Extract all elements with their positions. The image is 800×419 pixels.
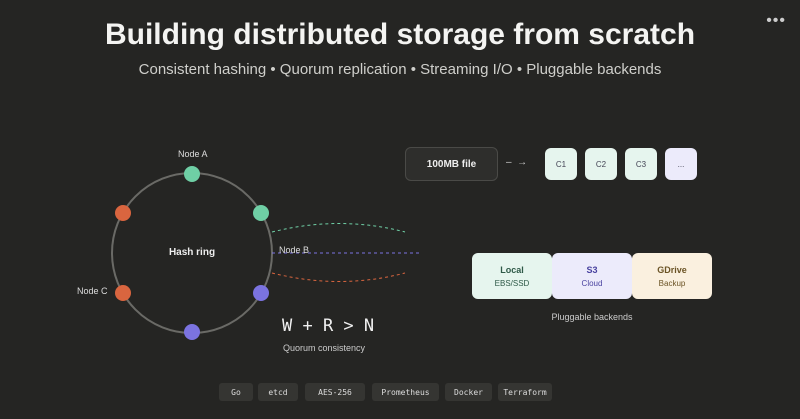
node-b-vnode: [253, 285, 269, 301]
node-c-label: Node C: [77, 286, 108, 296]
quorum-formula: W + R > N: [282, 316, 375, 336]
node-a-vnode: [253, 205, 269, 221]
arrow-icon: – →: [506, 157, 528, 168]
chunk-more: ...: [665, 148, 697, 180]
chunk-label: ...: [677, 159, 685, 169]
quorum-caption: Quorum consistency: [283, 343, 366, 353]
chunk-label: C2: [595, 159, 607, 169]
tag-etcd: etcd: [258, 383, 298, 401]
tag-docker: Docker: [445, 383, 492, 401]
link-orange: [271, 272, 406, 282]
backend-sub: EBS/SSD: [494, 278, 530, 288]
chunk-label: C1: [555, 159, 567, 169]
backend-name: GDrive: [657, 264, 687, 275]
node-c-vnode: [115, 285, 131, 301]
node-b-vnode: [184, 324, 200, 340]
backend-name: S3: [586, 264, 598, 275]
chunk-c2: C2: [585, 148, 617, 180]
chunk-label: C3: [635, 159, 647, 169]
chunk-c1: C1: [545, 148, 577, 180]
tag-go: Go: [219, 383, 253, 401]
file-box: 100MB file: [405, 147, 498, 181]
tag-aes: AES-256: [305, 383, 365, 401]
tag-prometheus: Prometheus: [372, 383, 439, 401]
page-title: Building distributed storage from scratc…: [104, 18, 696, 51]
chunk-c3: C3: [625, 148, 657, 180]
subtitle: Consistent hashing • Quorum replication …: [138, 61, 662, 78]
more-dots-icon[interactable]: •••: [766, 12, 786, 29]
hash-ring-label: Hash ring: [168, 247, 216, 258]
backend-name: Local: [500, 264, 524, 275]
tag-terraform: Terraform: [498, 383, 552, 401]
backends-caption: Pluggable backends: [551, 312, 633, 322]
node-b-label: Node B: [279, 245, 310, 255]
backend-sub: Backup: [658, 278, 686, 288]
node-a-label: Node A: [178, 149, 208, 159]
backend-sub: Cloud: [581, 278, 603, 288]
file-label: 100MB file: [426, 158, 477, 170]
node-c-vnode: [115, 205, 131, 221]
node-a-vnode: [184, 166, 200, 182]
link-green: [271, 223, 406, 233]
